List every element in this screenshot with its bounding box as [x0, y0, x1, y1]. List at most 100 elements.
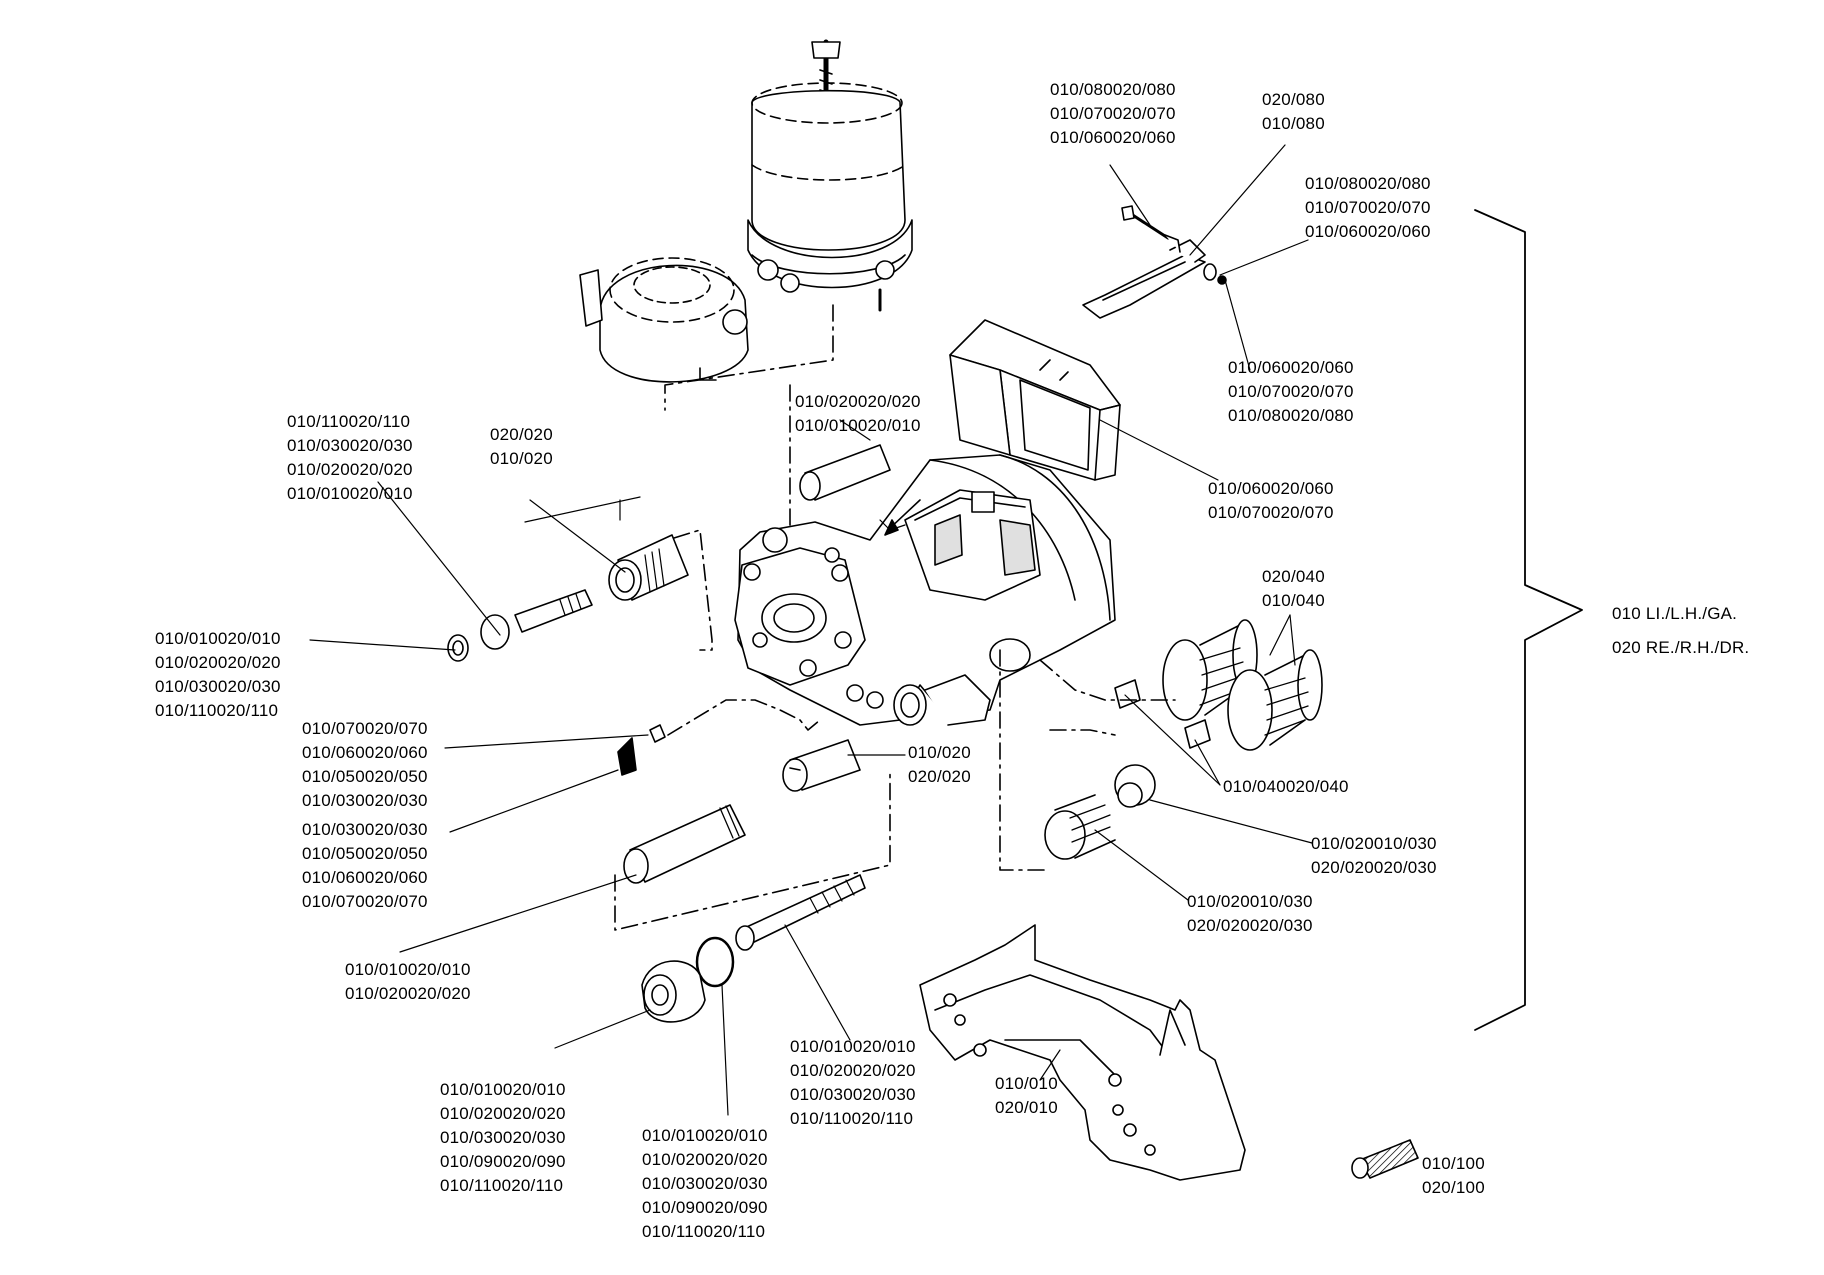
callout-line: 010/020020/020	[795, 392, 921, 411]
callout-line: 010/020010/030	[1187, 892, 1313, 911]
bushing-part	[782, 739, 861, 792]
callout-line: 020/100	[1422, 1178, 1485, 1197]
callout-line: 010/010	[995, 1074, 1058, 1093]
callout-line: 010/020020/020	[155, 653, 281, 672]
callout-line: 010/030020/030	[790, 1085, 916, 1104]
callout-line: 010/080020/080	[1228, 406, 1354, 425]
callout-line: 010/020	[908, 743, 971, 762]
callout-line: 010/050020/050	[302, 767, 428, 786]
callout-line: 010/020	[490, 449, 553, 468]
callout-line: 010/010020/010	[345, 960, 471, 979]
lower-seal-part	[1114, 764, 1156, 808]
callout-line: 010/040020/040	[1223, 777, 1349, 796]
retaining-clip-part	[1082, 205, 1227, 319]
caliper-housing-part	[734, 454, 1116, 726]
callout-line: 010/100	[1422, 1154, 1485, 1173]
callout-brake-pads: 010/060020/060 010/070020/070	[1208, 477, 1334, 525]
rubber-bushing-part	[641, 960, 706, 1023]
callout-line: 010/060020/060	[302, 868, 428, 887]
callout-o-ring: 010/010020/010 010/020020/020 010/030020…	[642, 1124, 768, 1244]
callout-line: 010/060020/060	[302, 743, 428, 762]
callout-carrier: 010/010 020/010	[995, 1072, 1058, 1120]
callout-line: 020/020	[908, 767, 971, 786]
brake-chamber-part	[747, 39, 913, 312]
callout-line: 010/090020/090	[642, 1198, 768, 1217]
small-chamber-part	[579, 257, 749, 383]
guide-sleeve-part	[799, 444, 891, 501]
thrust-pieces-part	[1114, 679, 1211, 749]
callout-line: 010/070020/070	[1228, 382, 1354, 401]
callout-line: 010/070020/070	[302, 719, 428, 738]
callout-line: 010/070020/070	[1208, 503, 1334, 522]
callout-line: 020/080	[1262, 90, 1325, 109]
legend-right-hand: 020 RE./R.H./DR.	[1612, 638, 1750, 657]
callout-line: 010/010020/010	[795, 416, 921, 435]
callout-line: 010/110020/110	[790, 1109, 914, 1128]
piston-boot-lower-part	[1227, 649, 1323, 751]
callout-line: 010/030020/030	[155, 677, 281, 696]
callout-line: 010/010020/010	[790, 1037, 916, 1056]
callout-line: 010/110020/110	[287, 412, 411, 431]
long-bolt-part	[447, 589, 593, 662]
callout-grease-tube: 010/100 020/100	[1422, 1152, 1485, 1200]
grease-tube-part	[1351, 1139, 1419, 1179]
callout-line: 010/090020/090	[440, 1152, 566, 1171]
side-legend: 010 LI./L.H./GA. 020 RE./R.H./DR.	[1612, 597, 1749, 665]
callout-line: 010/030020/030	[302, 791, 428, 810]
callout-clip-pin: 010/060020/060 010/070020/070 010/080020…	[1228, 356, 1354, 428]
callout-line: 010/080	[1262, 114, 1325, 133]
callout-line: 020/010	[995, 1098, 1058, 1117]
callout-guide-tube: 010/010020/010 010/020020/020	[345, 958, 471, 1006]
callout-brake-clip: 010/080020/080 010/070020/070 010/060020…	[1050, 78, 1176, 150]
callout-line: 010/070020/070	[1050, 104, 1176, 123]
callout-lower-seal: 010/020010/030 020/020020/030	[1311, 832, 1437, 880]
pin-and-cap-part	[617, 724, 666, 776]
callout-line: 010/010020/010	[440, 1080, 566, 1099]
callout-clip-lever: 020/080 010/080	[1262, 88, 1325, 136]
grouping-brace	[1474, 209, 1583, 1031]
callout-line: 020/020	[490, 425, 553, 444]
callout-line: 010/020020/020	[345, 984, 471, 1003]
callout-long-bolt: 010/110020/110 010/030020/030 010/020020…	[287, 410, 413, 506]
callout-line: 010/060020/060	[1305, 222, 1431, 241]
callout-line: 010/080020/080	[1305, 174, 1431, 193]
callout-line: 010/020020/020	[790, 1061, 916, 1080]
callout-line: 010/050020/050	[302, 844, 428, 863]
callout-line: 010/060020/060	[1050, 128, 1176, 147]
callout-line: 020/020020/030	[1311, 858, 1437, 877]
callout-cap: 010/030020/030 010/050020/050 010/060020…	[302, 818, 428, 914]
callout-line: 010/020020/020	[287, 460, 413, 479]
callout-lower-boot: 010/020010/030 020/020020/030	[1187, 890, 1313, 938]
adjuster-nut-part	[608, 534, 689, 601]
callout-line: 010/030020/030	[302, 820, 428, 839]
callout-rubber-bushing: 010/010020/010 010/020020/020 010/030020…	[440, 1078, 566, 1198]
bottom-bolt-part	[735, 874, 866, 951]
brake-pads-part	[949, 319, 1121, 481]
guide-tube-part	[623, 804, 746, 884]
callout-line: 020/020020/030	[1187, 916, 1313, 935]
callout-line: 010/060020/060	[1208, 479, 1334, 498]
callout-line: 010/010020/010	[287, 484, 413, 503]
callout-line: 010/060020/060	[1228, 358, 1354, 377]
callout-adjuster-nut: 020/020 010/020	[490, 423, 553, 471]
callout-bolt-washer: 010/010020/010 010/020020/020 010/030020…	[155, 627, 281, 723]
callout-line: 010/110020/110	[642, 1222, 766, 1241]
callout-line: 010/110020/110	[155, 701, 279, 720]
o-ring-part	[695, 936, 735, 988]
callout-bushing: 010/020 020/020	[908, 741, 971, 789]
callout-line: 010/030020/030	[642, 1174, 768, 1193]
callout-line: 010/110020/110	[440, 1176, 564, 1195]
callout-line: 020/040	[1262, 567, 1325, 586]
legend-left-hand: 010 LI./L.H./GA.	[1612, 604, 1738, 623]
callout-line: 010/030020/030	[287, 436, 413, 455]
callout-small-pin: 010/070020/070 010/060020/060 010/050020…	[302, 717, 428, 813]
callout-clip-washer: 010/080020/080 010/070020/070 010/060020…	[1305, 172, 1431, 244]
callout-line: 010/020020/020	[642, 1150, 768, 1169]
leader-lines	[309, 144, 1313, 1116]
callout-line: 010/020020/020	[440, 1104, 566, 1123]
callout-line: 010/070020/070	[1305, 198, 1431, 217]
callout-line: 010/010020/010	[155, 629, 281, 648]
callout-piston-boots: 020/040 010/040	[1262, 565, 1325, 613]
